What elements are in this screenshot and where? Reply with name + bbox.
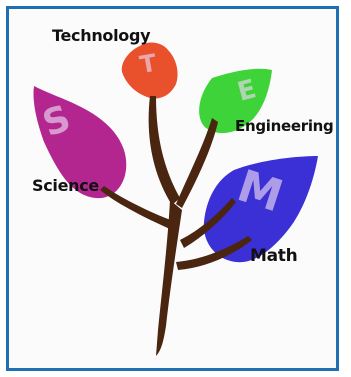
engineering-label: Engineering xyxy=(235,117,334,135)
math-leaf xyxy=(203,156,318,263)
science-label: Science xyxy=(32,176,99,195)
technology-leaf xyxy=(121,42,178,99)
technology-label: Technology xyxy=(52,26,151,45)
tree-trunk xyxy=(100,96,252,356)
engineering-leaf xyxy=(199,68,272,134)
science-leaf xyxy=(33,86,127,199)
math-label: Math xyxy=(250,246,298,266)
